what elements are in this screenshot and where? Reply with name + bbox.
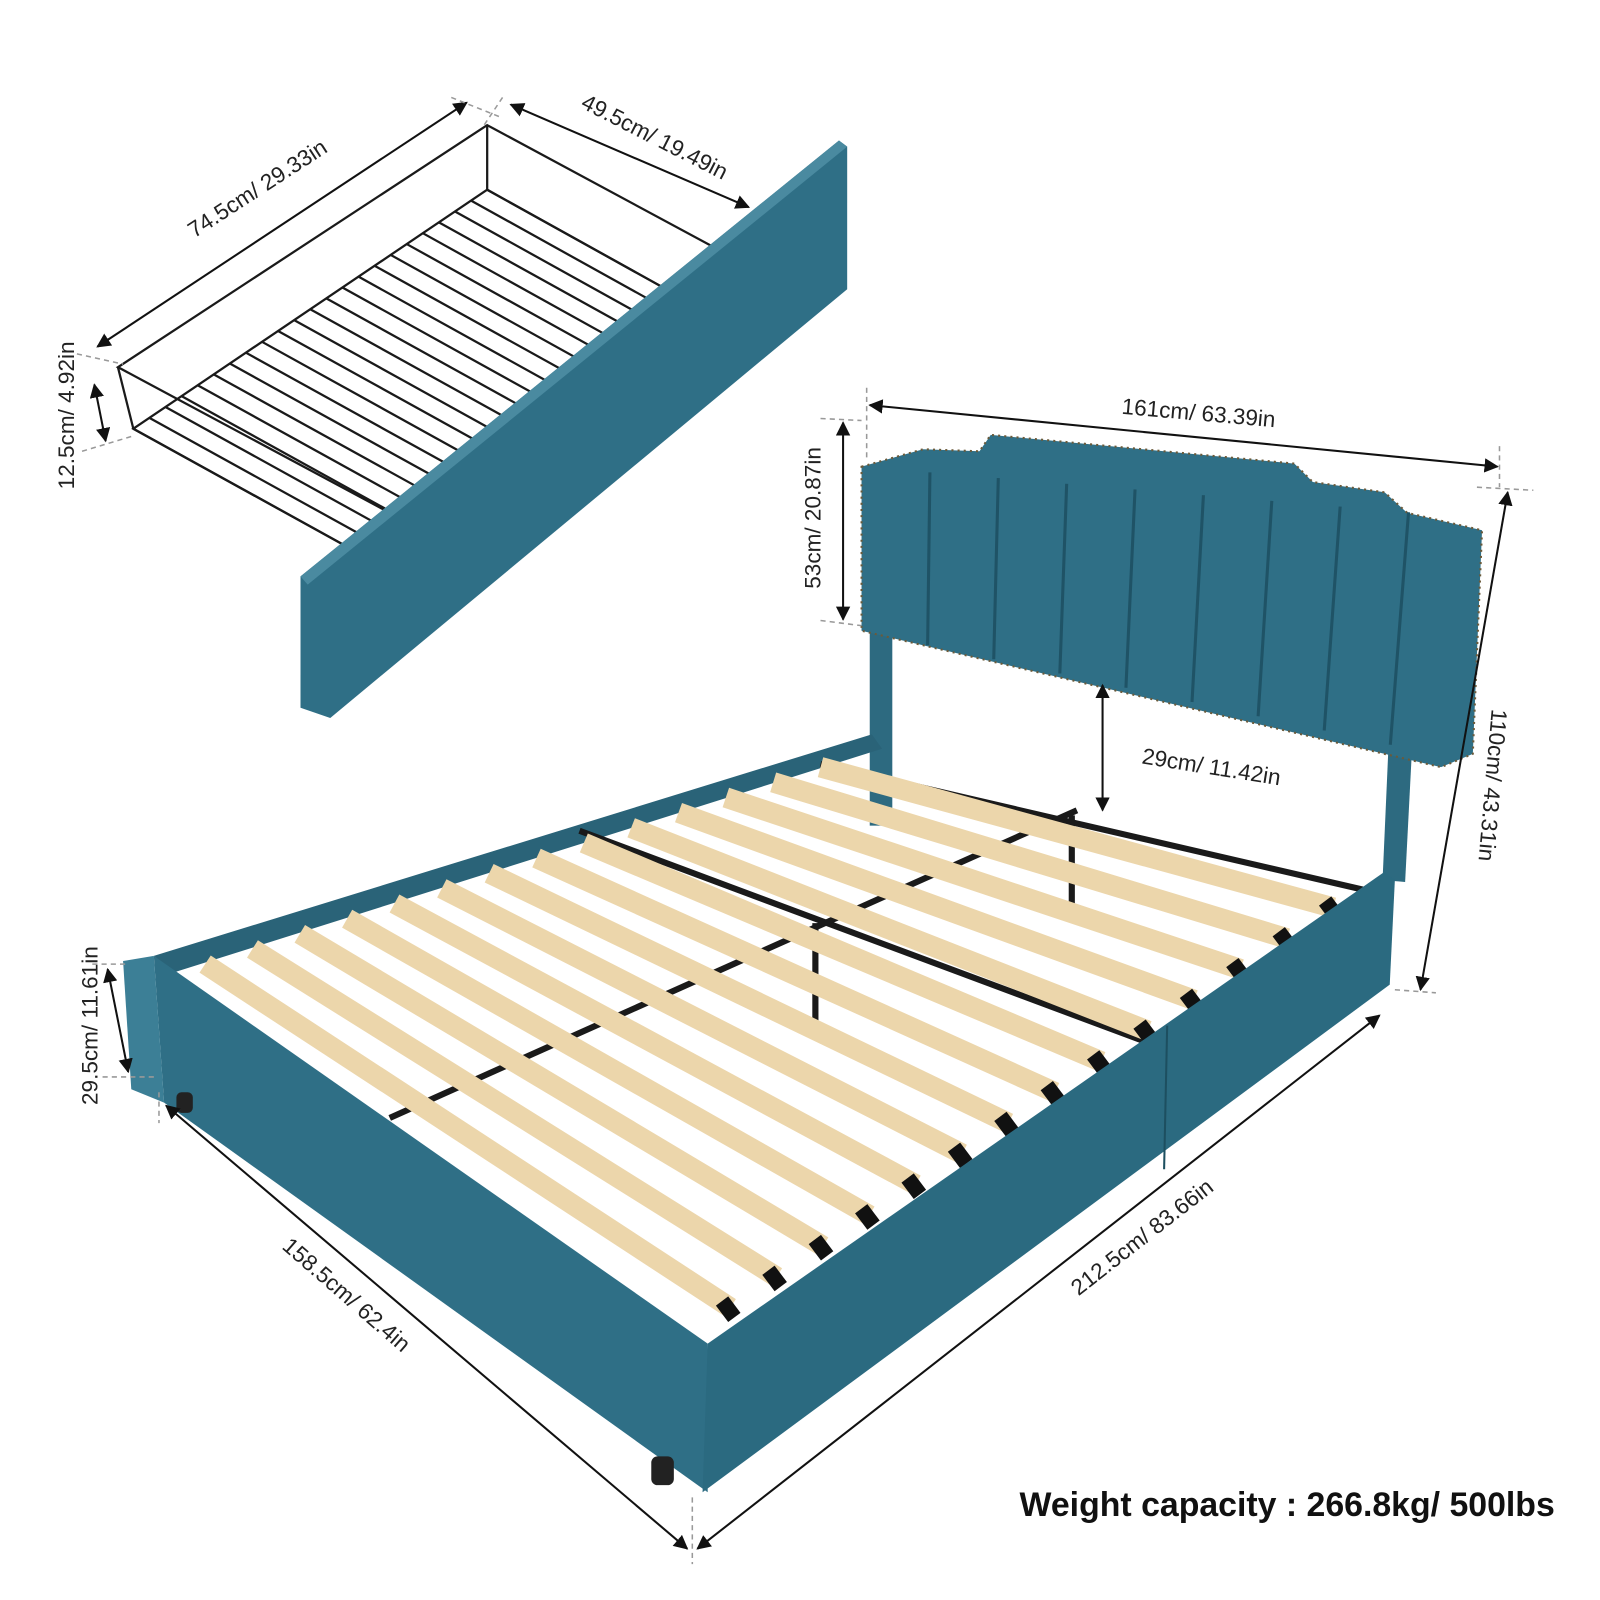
headboard-channel xyxy=(992,478,1000,660)
slat-end-cap xyxy=(808,1234,834,1261)
drawer-wire xyxy=(181,395,418,528)
headboard-height-label: 53cm/ 20.87in xyxy=(801,447,826,589)
headboard-channel xyxy=(1322,506,1342,731)
slat-end-cap xyxy=(1226,957,1251,984)
bed-slat xyxy=(817,757,1337,918)
drawer-wire xyxy=(245,351,481,484)
headboard-channel xyxy=(926,472,932,646)
slat-end-cap xyxy=(1087,1050,1112,1076)
headboard-width-label: 161cm/ 63.39in xyxy=(1121,394,1277,432)
bed-slat xyxy=(722,787,1244,979)
headboard-channel xyxy=(1124,489,1137,688)
headboard-channel xyxy=(1388,512,1411,745)
slat-end-cap xyxy=(947,1142,973,1169)
headboard-channel xyxy=(1256,500,1274,717)
drawer-illustration xyxy=(115,123,848,718)
slat-end-cap xyxy=(1179,988,1205,1015)
rail-height-label: 29.5cm/ 11.61in xyxy=(77,946,102,1105)
headboard-channel xyxy=(1058,483,1069,674)
drawer-wire xyxy=(148,416,386,550)
drawer-wire xyxy=(164,406,402,539)
bed-slat xyxy=(674,802,1198,1010)
slat-end-cap xyxy=(994,1111,1019,1138)
drawer-wire xyxy=(197,384,434,517)
drawer-width-label: 49.5cm/ 19.49in xyxy=(578,89,732,184)
total-height-label: 110cm/ 43.31in xyxy=(1474,708,1512,862)
weight-capacity: Weight capacity : 266.8kg/ 500lbs xyxy=(1020,1486,1555,1524)
drawer-wire xyxy=(132,427,370,560)
bed-slat xyxy=(627,818,1152,1041)
headboard xyxy=(860,433,1484,769)
slat-end-cap xyxy=(855,1204,880,1230)
headboard-channel xyxy=(1190,495,1205,703)
headboard-clearance-label: 29cm/ 11.42in xyxy=(1140,744,1282,791)
bed-slat xyxy=(770,772,1290,949)
slat-end-cap xyxy=(762,1265,787,1292)
headboard-post-right xyxy=(1382,717,1414,883)
slat-end-cap xyxy=(901,1173,927,1199)
slat-end-cap xyxy=(715,1296,741,1323)
drawer-front-panel xyxy=(300,140,848,718)
drawer-length-label: 74.5cm/ 29.33in xyxy=(183,134,331,242)
drawer-height-label: 12.5cm/ 4.92in xyxy=(54,341,79,489)
slat-end-cap xyxy=(1272,927,1298,953)
slat-end-cap xyxy=(1040,1081,1066,1107)
dimension-lines xyxy=(89,101,1513,1550)
drawer-wire xyxy=(213,373,450,506)
drawer-wire xyxy=(229,362,465,495)
